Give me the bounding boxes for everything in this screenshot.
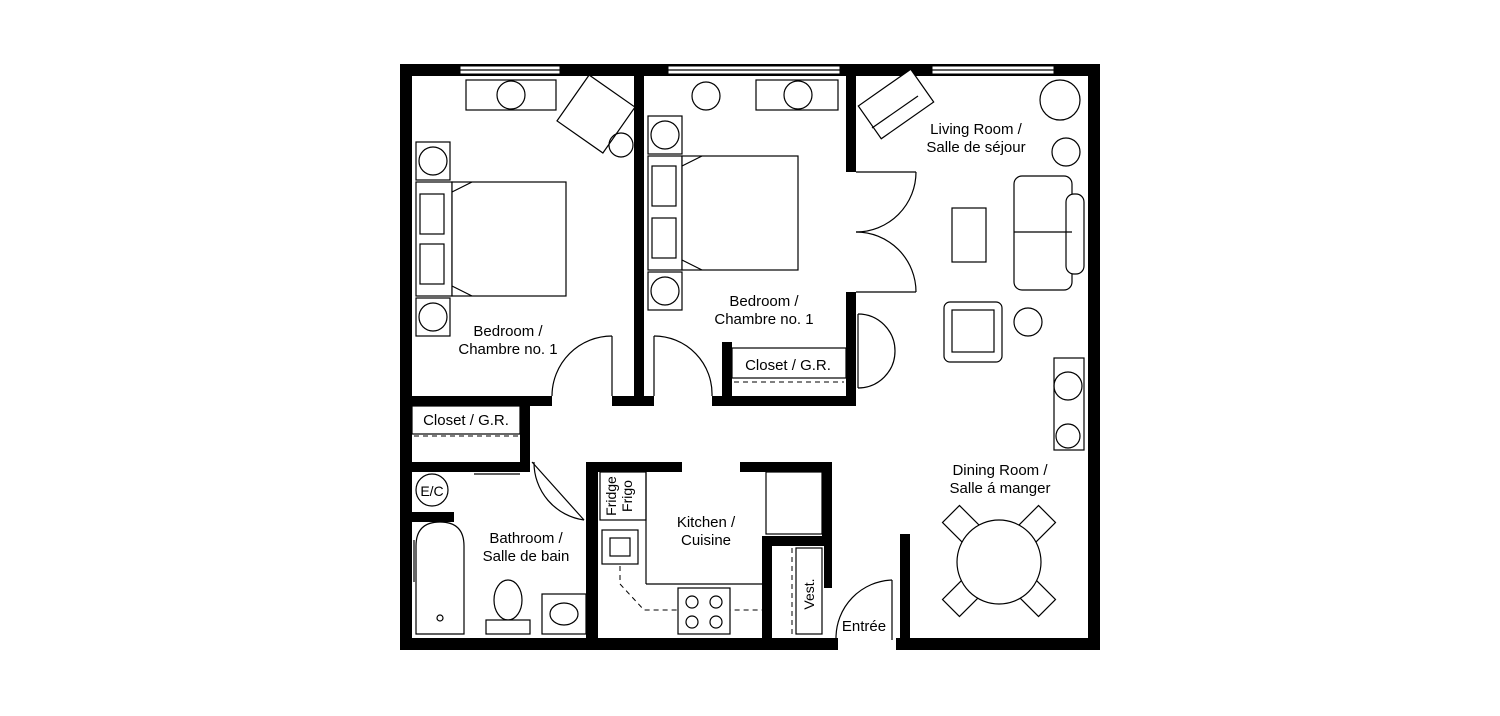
label-closet-center: Closet / G.R. [745,357,831,374]
doors [531,171,917,640]
label-dining-1: Dining Room / [952,462,1048,479]
label-kitchen-2: Cuisine [681,532,731,549]
living-furniture [857,68,1085,451]
vestibule [791,547,823,635]
label-fridge: Fridge [603,476,619,516]
label-vest: Vest. [801,578,817,609]
left-closet [411,405,521,437]
center-closet [731,347,847,383]
interior-walls [412,76,910,650]
room-labels: Bedroom / Chambre no. 1 Bedroom / Chambr… [420,121,1050,635]
label-bathroom-1: Bathroom / [489,530,563,547]
label-dining-2: Salle á manger [950,480,1051,497]
label-living-2: Salle de séjour [926,139,1025,156]
label-left-bedroom-2: Chambre no. 1 [458,341,557,358]
center-bedroom-furniture [647,79,839,311]
label-center-bedroom-1: Bedroom / [729,293,799,310]
windows [459,65,1055,75]
label-entree: Entrée [842,618,886,635]
label-frigo: Frigo [619,480,635,512]
label-ec: E/C [420,483,443,499]
left-bedroom-furniture [415,74,636,337]
label-left-bedroom-1: Bedroom / [473,323,543,340]
label-kitchen-1: Kitchen / [677,514,736,531]
dining-furniture [941,504,1057,618]
label-closet-left: Closet / G.R. [423,412,509,429]
label-bathroom-2: Salle de bain [483,548,570,565]
exterior-walls [400,64,1100,650]
label-living-1: Living Room / [930,121,1023,138]
bathroom-fixtures [413,473,587,635]
label-center-bedroom-2: Chambre no. 1 [714,311,813,328]
kitchen-fixtures [599,471,823,635]
